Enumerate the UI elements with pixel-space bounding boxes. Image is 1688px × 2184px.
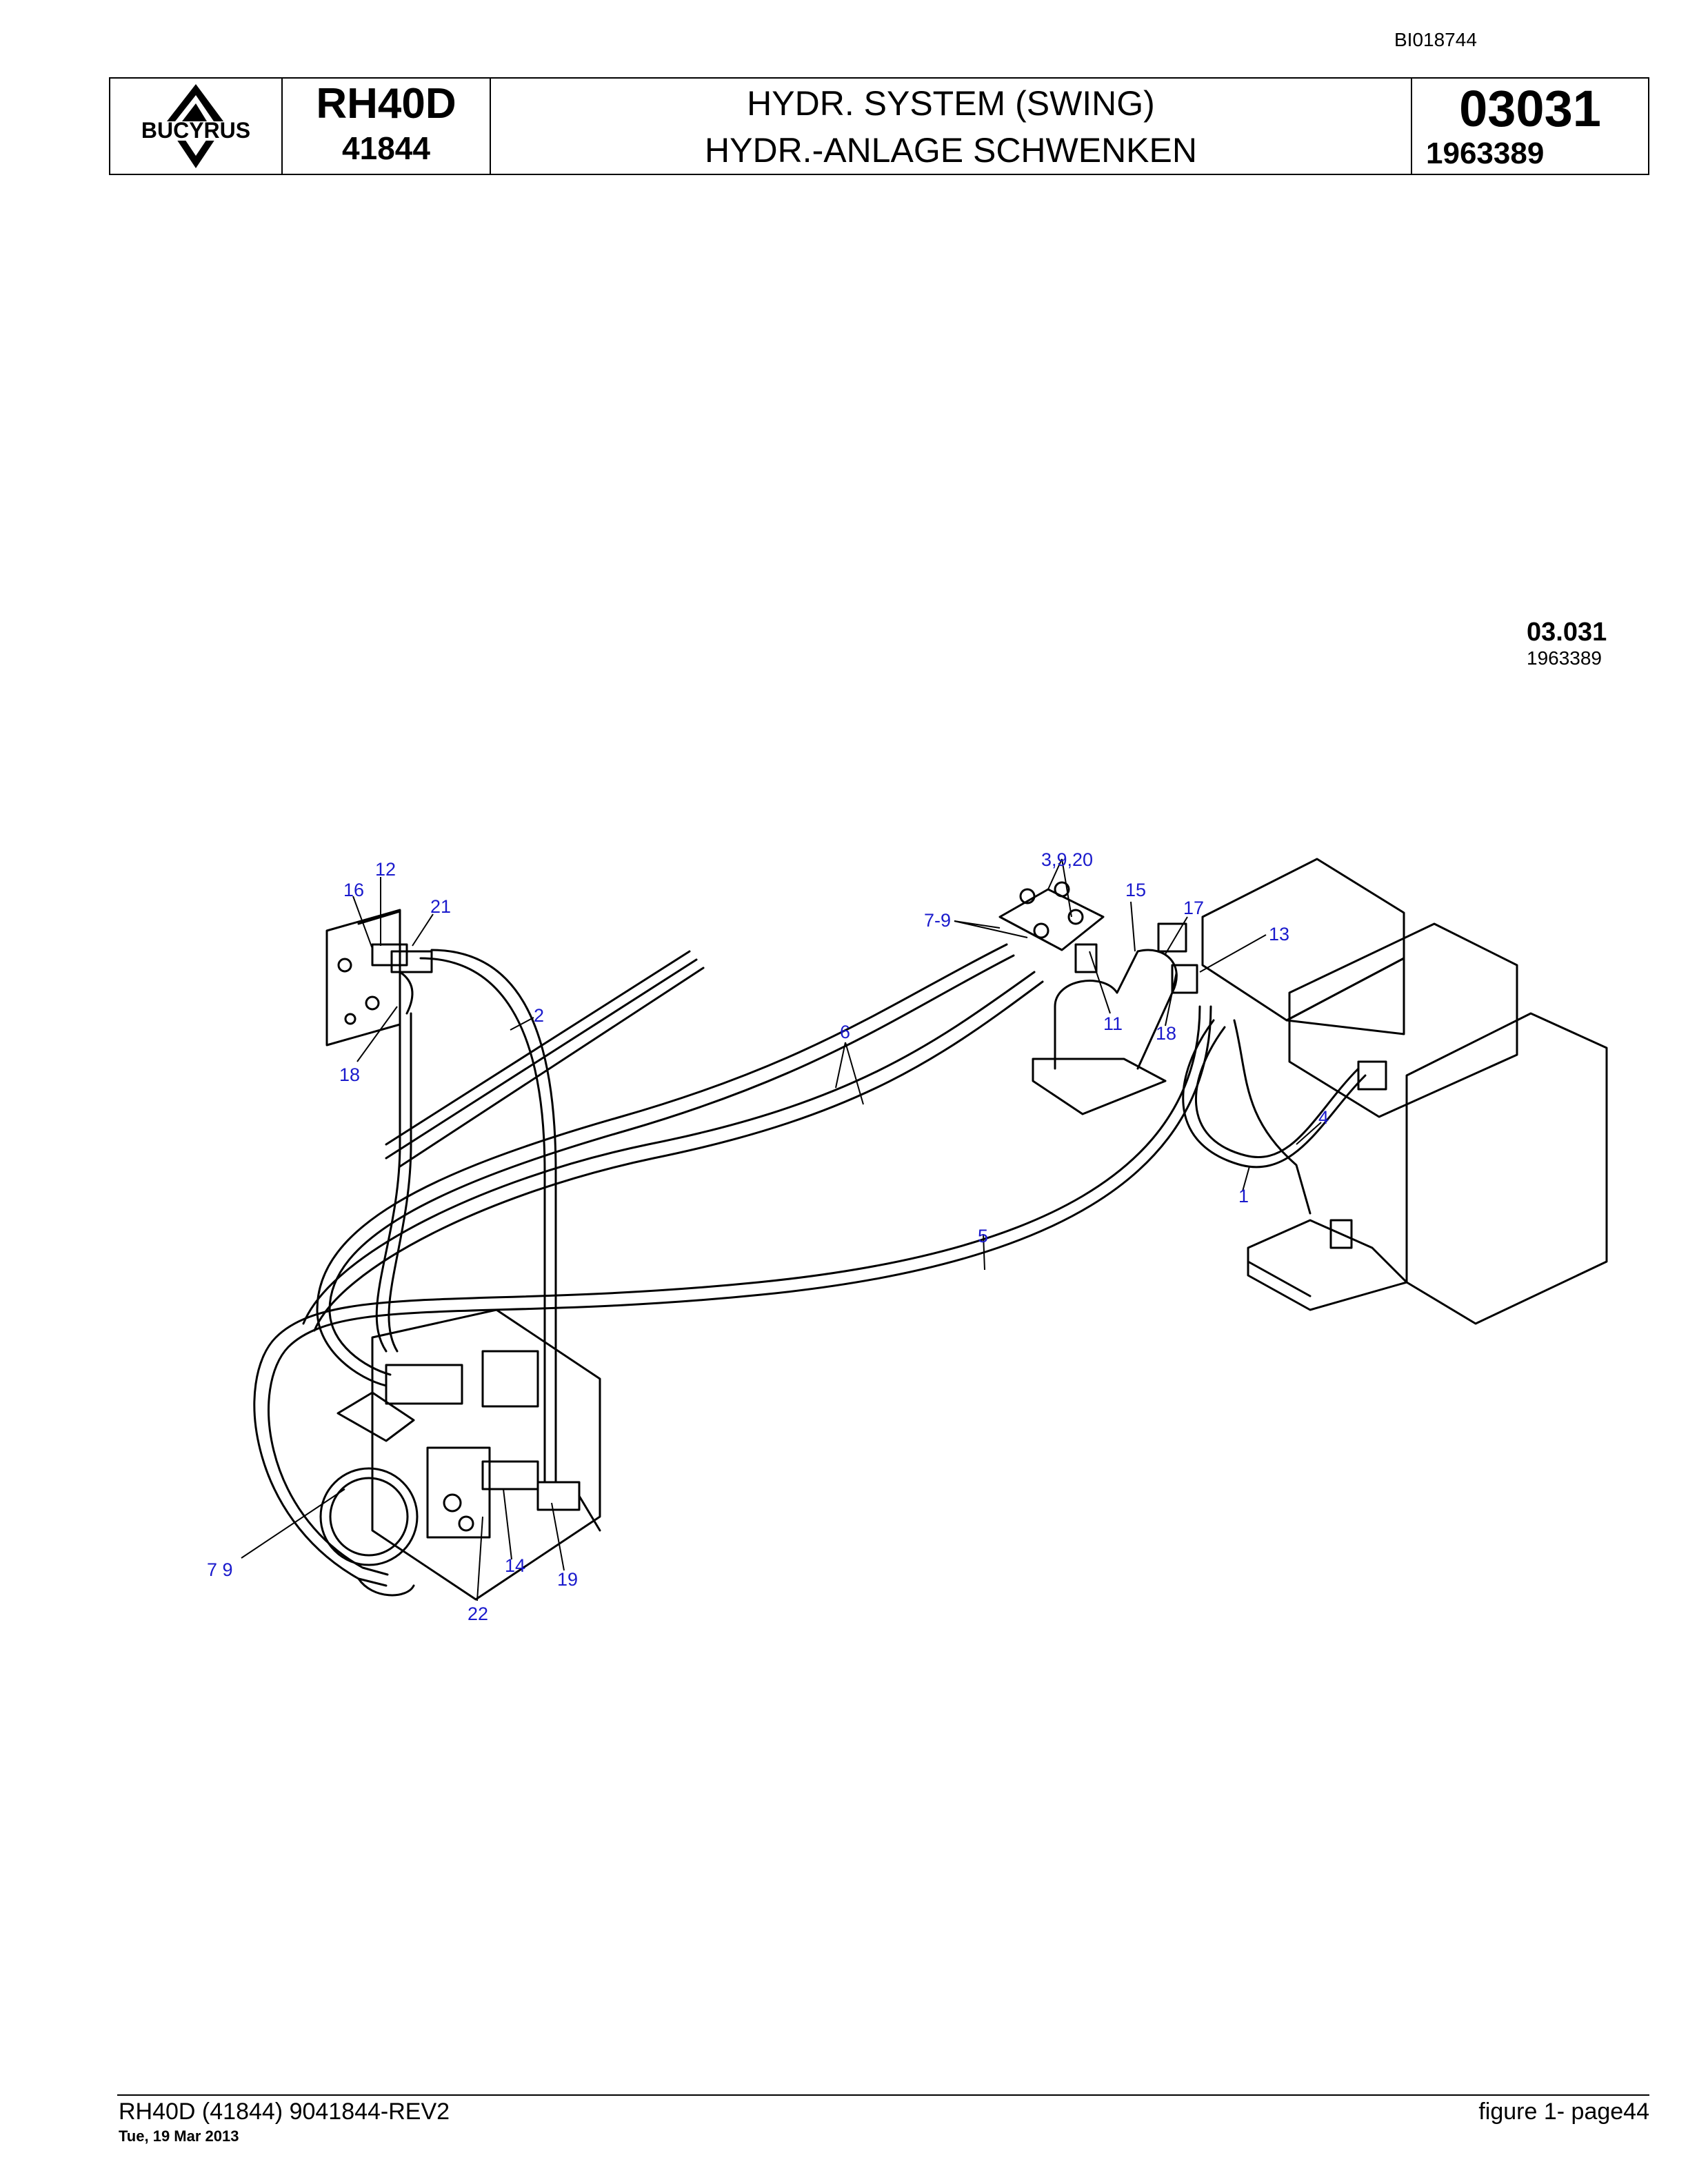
callout-19: 19 — [557, 1569, 578, 1590]
model-cell: RH40D 41844 — [283, 79, 491, 174]
callout-17: 17 — [1183, 898, 1204, 918]
callout-21: 21 — [430, 896, 451, 917]
callout-14: 14 — [505, 1555, 525, 1576]
hoses-1-4 — [1182, 1019, 1367, 1215]
logo-cell: BUCYRUS — [110, 79, 283, 174]
callout-15: 15 — [1125, 880, 1146, 900]
figure-code: 03.031 — [1527, 618, 1607, 647]
hoses-6 — [302, 943, 1044, 1387]
section-number: 03031 — [1459, 80, 1601, 137]
callout-13: 13 — [1269, 924, 1289, 944]
title-german: HYDR.-ANLAGE SCHWENKEN — [705, 131, 1197, 170]
callout-11: 11 — [1103, 1013, 1123, 1034]
callout-18-right: 18 — [1156, 1023, 1176, 1044]
hydraulic-swing-diagram: 12 16 21 2 18 3,9,20 7-9 15 17 13 11 18 … — [207, 849, 1608, 1624]
footer-date: Tue, 19 Mar 2013 — [119, 2127, 239, 2145]
callout-2: 2 — [534, 1005, 544, 1026]
title-cell: HYDR. SYSTEM (SWING) HYDR.-ANLAGE SCHWEN… — [491, 79, 1412, 174]
callout-3-9-20: 3,9,20 — [1041, 849, 1093, 870]
section-cell: 03031 1963389 — [1412, 79, 1648, 174]
callout-7-9-bottom: 7 9 — [207, 1559, 233, 1580]
callout-16: 16 — [343, 880, 364, 900]
callout-4: 4 — [1318, 1107, 1329, 1128]
figure-reference: 03.031 1963389 — [1527, 618, 1607, 669]
callout-labels: 12 16 21 2 18 3,9,20 7-9 15 17 13 11 18 … — [207, 849, 1329, 1624]
model-name: RH40D — [316, 80, 456, 128]
footer-document-ref: RH40D (41844) 9041844-REV2 — [119, 2099, 450, 2125]
title-block: BUCYRUS RH40D 41844 HYDR. SYSTEM (SWING)… — [109, 77, 1649, 175]
swing-motor — [998, 881, 1178, 1115]
hose-bracket-down — [375, 1012, 412, 1353]
figure-number: 1963389 — [1527, 647, 1602, 669]
callout-7-9-top: 7-9 — [924, 910, 951, 931]
valve-block — [1157, 858, 1608, 1325]
mounting-bracket — [325, 909, 401, 1046]
part-number: 1963389 — [1426, 136, 1545, 170]
serial-number: 41844 — [342, 130, 430, 166]
callout-22: 22 — [468, 1604, 488, 1624]
footer-rule — [117, 2094, 1649, 2096]
callout-5: 5 — [978, 1226, 988, 1246]
hydraulic-pump — [319, 1308, 601, 1601]
callout-12: 12 — [375, 859, 396, 880]
title-english: HYDR. SYSTEM (SWING) — [747, 84, 1155, 123]
straight-tubes — [385, 950, 705, 1168]
logo-text: BUCYRUS — [141, 118, 250, 143]
callout-6: 6 — [840, 1022, 850, 1042]
callout-18-left: 18 — [339, 1064, 360, 1085]
document-id: BI018744 — [1394, 29, 1477, 50]
leader-lines — [241, 858, 1322, 1601]
bracket-fittings — [371, 943, 433, 1015]
hose-2 — [419, 949, 557, 1484]
hose-5 — [253, 1005, 1212, 1587]
callout-1: 1 — [1238, 1186, 1249, 1206]
bucyrus-logo: BUCYRUS — [120, 84, 274, 168]
footer-page: figure 1- page44 — [1478, 2099, 1649, 2125]
